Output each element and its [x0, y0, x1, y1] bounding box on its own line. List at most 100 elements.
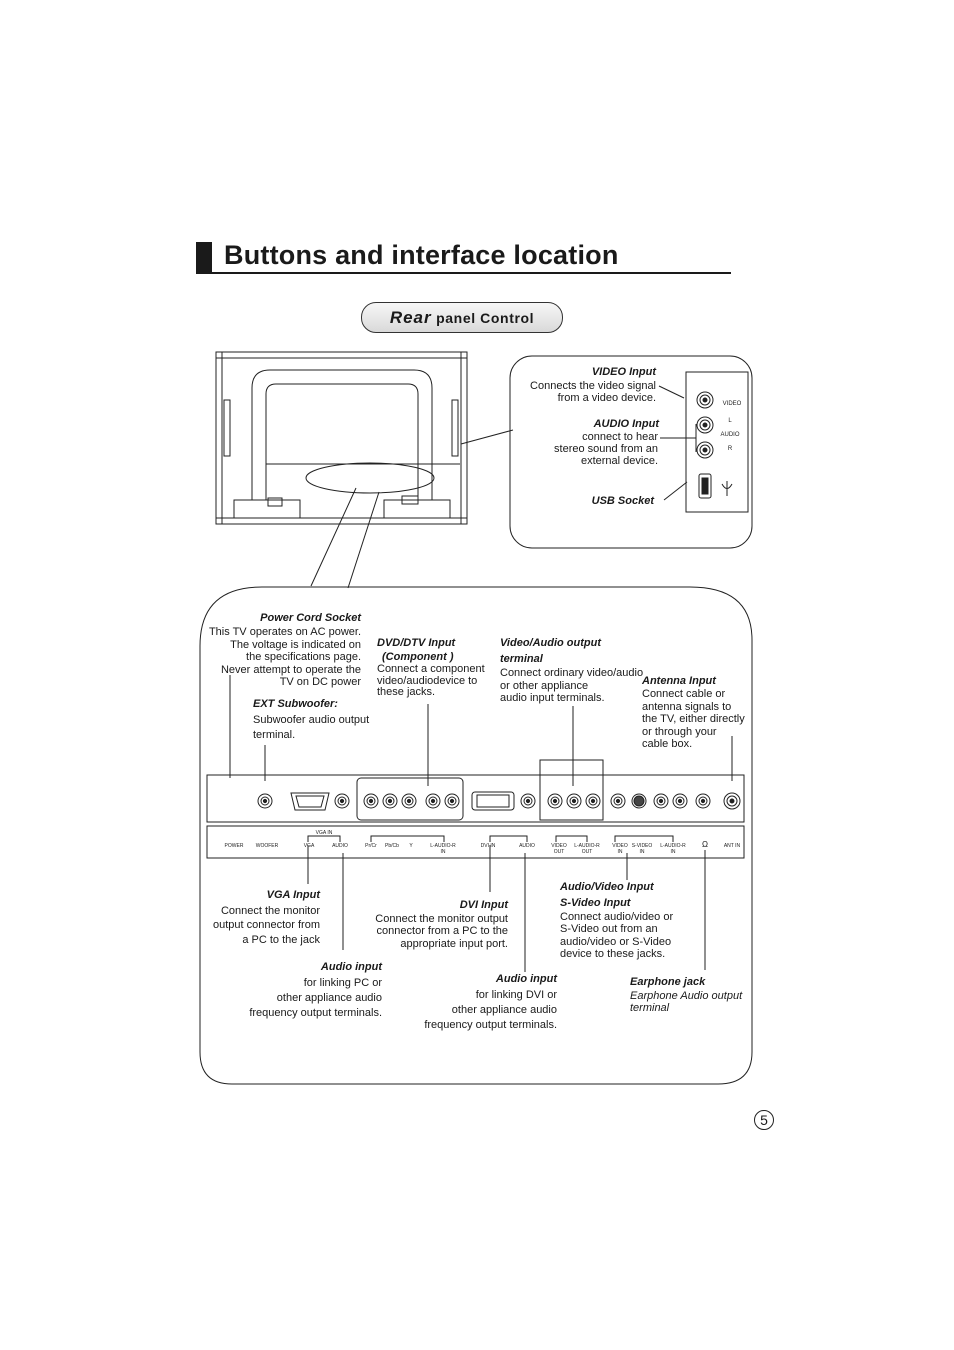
av-input-line-1: Connect audio/video or [560, 911, 674, 923]
usb-socket-label: USB Socket [591, 495, 654, 507]
earphone-line-1: Earphone Audio output [630, 990, 743, 1002]
title-underline [212, 272, 731, 274]
antenna-line-4: or through your [642, 726, 717, 738]
panel-label-in-2: IN [617, 849, 623, 855]
audio-input-pc-label: Audio input [320, 961, 382, 973]
power-cord-line-1: This TV operates on AC power. [208, 626, 361, 638]
panel-label-in-3: IN [639, 849, 645, 855]
panel-label-video-out: VIDEO [551, 843, 567, 849]
audio-input-dvi-line-1: for linking DVI or [475, 989, 557, 1001]
main-bubble [199, 586, 753, 1085]
audio-input-pc-line-2: other appliance audio [276, 992, 382, 1004]
jack-label-l: L [728, 418, 732, 424]
power-cord-label: Power Cord Socket [260, 612, 361, 624]
panel-label-video-in: VIDEO [612, 843, 628, 849]
panel-label-out-1: OUT [553, 849, 565, 855]
panel-label-vga-in: VGA IN [315, 830, 333, 836]
dvd-dtv-line-1: Connect a component [377, 663, 485, 675]
antenna-label: Antenna Input [642, 675, 716, 687]
connector-strip [206, 774, 745, 823]
audio-input-label: AUDIO Input [593, 418, 659, 430]
tv-stand-arch [251, 369, 433, 500]
label-strip [206, 825, 745, 859]
av-output-line-2: or other appliance [500, 680, 589, 692]
av-input-line-3: audio/video or S-Video [560, 936, 672, 948]
section-badge: Rear panel Control [361, 302, 563, 333]
side-panel [685, 371, 749, 513]
jack-label-audio: AUDIO [720, 432, 740, 438]
badge-rear: Rear [389, 308, 432, 327]
video-input-line-1: Connects the video signal [530, 380, 656, 392]
panel-label-audio-1: AUDIO [332, 843, 348, 849]
antenna-line-1: Connect cable or [642, 688, 726, 700]
vga-input-line-2: output connector from [212, 919, 320, 931]
audio-input-dvi-line-2: other appliance audio [451, 1004, 557, 1016]
antenna-line-5: cable box. [642, 738, 693, 750]
audio-input-line-3: external device. [580, 455, 658, 467]
subwoofer-line-1: Subwoofer audio output [253, 714, 370, 726]
antenna-line-3: the TV, either directly [642, 713, 745, 725]
antenna-line-2: antenna signals to [642, 701, 732, 713]
dvd-dtv-line-3: these jacks. [377, 686, 436, 698]
av-input-label-2: S-Video Input [560, 897, 631, 909]
badge-panel-control: panel Control [431, 310, 535, 326]
av-input-line-4: device to these jacks. [560, 948, 666, 960]
power-cord-line-4: Never attempt to operate the [220, 664, 361, 676]
av-input-line-2: S-Video out from an [560, 923, 658, 935]
audio-input-line-2: stereo sound from an [554, 443, 658, 455]
dvi-input-line-3: appropriate input port. [400, 938, 508, 950]
panel-label-y: Y [409, 843, 413, 849]
power-cord-line-2: The voltage is indicated on [230, 639, 361, 651]
earphone-symbol-icon: Ω [702, 840, 708, 849]
dvd-dtv-line-2: video/audiodevice to [377, 675, 478, 687]
tv-panel-highlight [305, 462, 435, 494]
panel-label-dvi-in: DVI IN [480, 843, 496, 849]
panel-label-l-audio-r-2: L-AUDIO-R [574, 843, 600, 849]
subwoofer-line-2: terminal. [253, 729, 296, 741]
audio-input-dvi-label: Audio input [495, 973, 557, 985]
vga-input-label: VGA Input [266, 889, 320, 901]
power-cord-line-3: the specifications page. [246, 651, 361, 663]
av-output-label-2: terminal [500, 653, 543, 665]
dvd-dtv-label-2: (Component ) [382, 651, 454, 663]
panel-label-l-audio-r-3: L-AUDIO-R [660, 843, 686, 849]
av-input-label: Audio/Video Input [560, 881, 654, 893]
panel-label-vga: VGA [303, 843, 315, 849]
av-output-line-3: audio input terminals. [500, 692, 605, 704]
audio-input-pc-line-1: for linking PC or [303, 977, 382, 989]
earphone-label: Earphone jack [630, 976, 706, 988]
av-output-line-1: Connect ordinary video/audio [500, 667, 644, 679]
panel-label-ant-in: ANT IN [723, 843, 741, 849]
vga-input-line-3: a PC to the jack [242, 934, 320, 946]
audio-input-line-1: connect to hear [582, 431, 658, 443]
jack-label-r: R [727, 446, 733, 452]
dvi-input-label: DVI Input [459, 899, 508, 911]
panel-label-in-4: IN [670, 849, 676, 855]
audio-input-dvi-line-3: frequency output terminals. [424, 1019, 557, 1031]
dvi-input-line-1: Connect the monitor output [375, 913, 508, 925]
earphone-line-2: terminal [630, 1002, 670, 1014]
panel-label-pr-cr: Pr/Cr [365, 843, 377, 849]
panel-label-l-audio-r-1: L-AUDIO-R [430, 843, 456, 849]
av-output-label: Video/Audio output [500, 637, 602, 649]
page-number: 5 [754, 1110, 774, 1130]
panel-label-s-video: S-VIDEO [631, 843, 653, 849]
inset-bubble [509, 355, 753, 549]
page-title: Buttons and interface location [224, 240, 619, 270]
panel-label-audio-2: AUDIO [519, 843, 535, 849]
tv-rear-outline [215, 351, 468, 525]
title-marker [196, 242, 212, 274]
audio-input-pc-line-3: frequency output terminals. [249, 1007, 382, 1019]
panel-label-woofer: WOOFER [255, 843, 279, 849]
video-input-line-2: from a video device. [557, 392, 656, 404]
panel-label-pb-cb: Pb/Cb [385, 843, 399, 849]
video-input-label: VIDEO Input [591, 366, 656, 378]
panel-label-out-2: OUT [581, 849, 593, 855]
jack-label-video: VIDEO [722, 401, 742, 407]
subwoofer-label: EXT Subwoofer: [253, 698, 338, 710]
vga-input-line-1: Connect the monitor [220, 905, 320, 917]
dvi-input-line-2: connector from a PC to the [376, 925, 508, 937]
power-cord-line-5: TV on DC power [279, 676, 361, 688]
panel-label-power: POWER [224, 843, 244, 849]
